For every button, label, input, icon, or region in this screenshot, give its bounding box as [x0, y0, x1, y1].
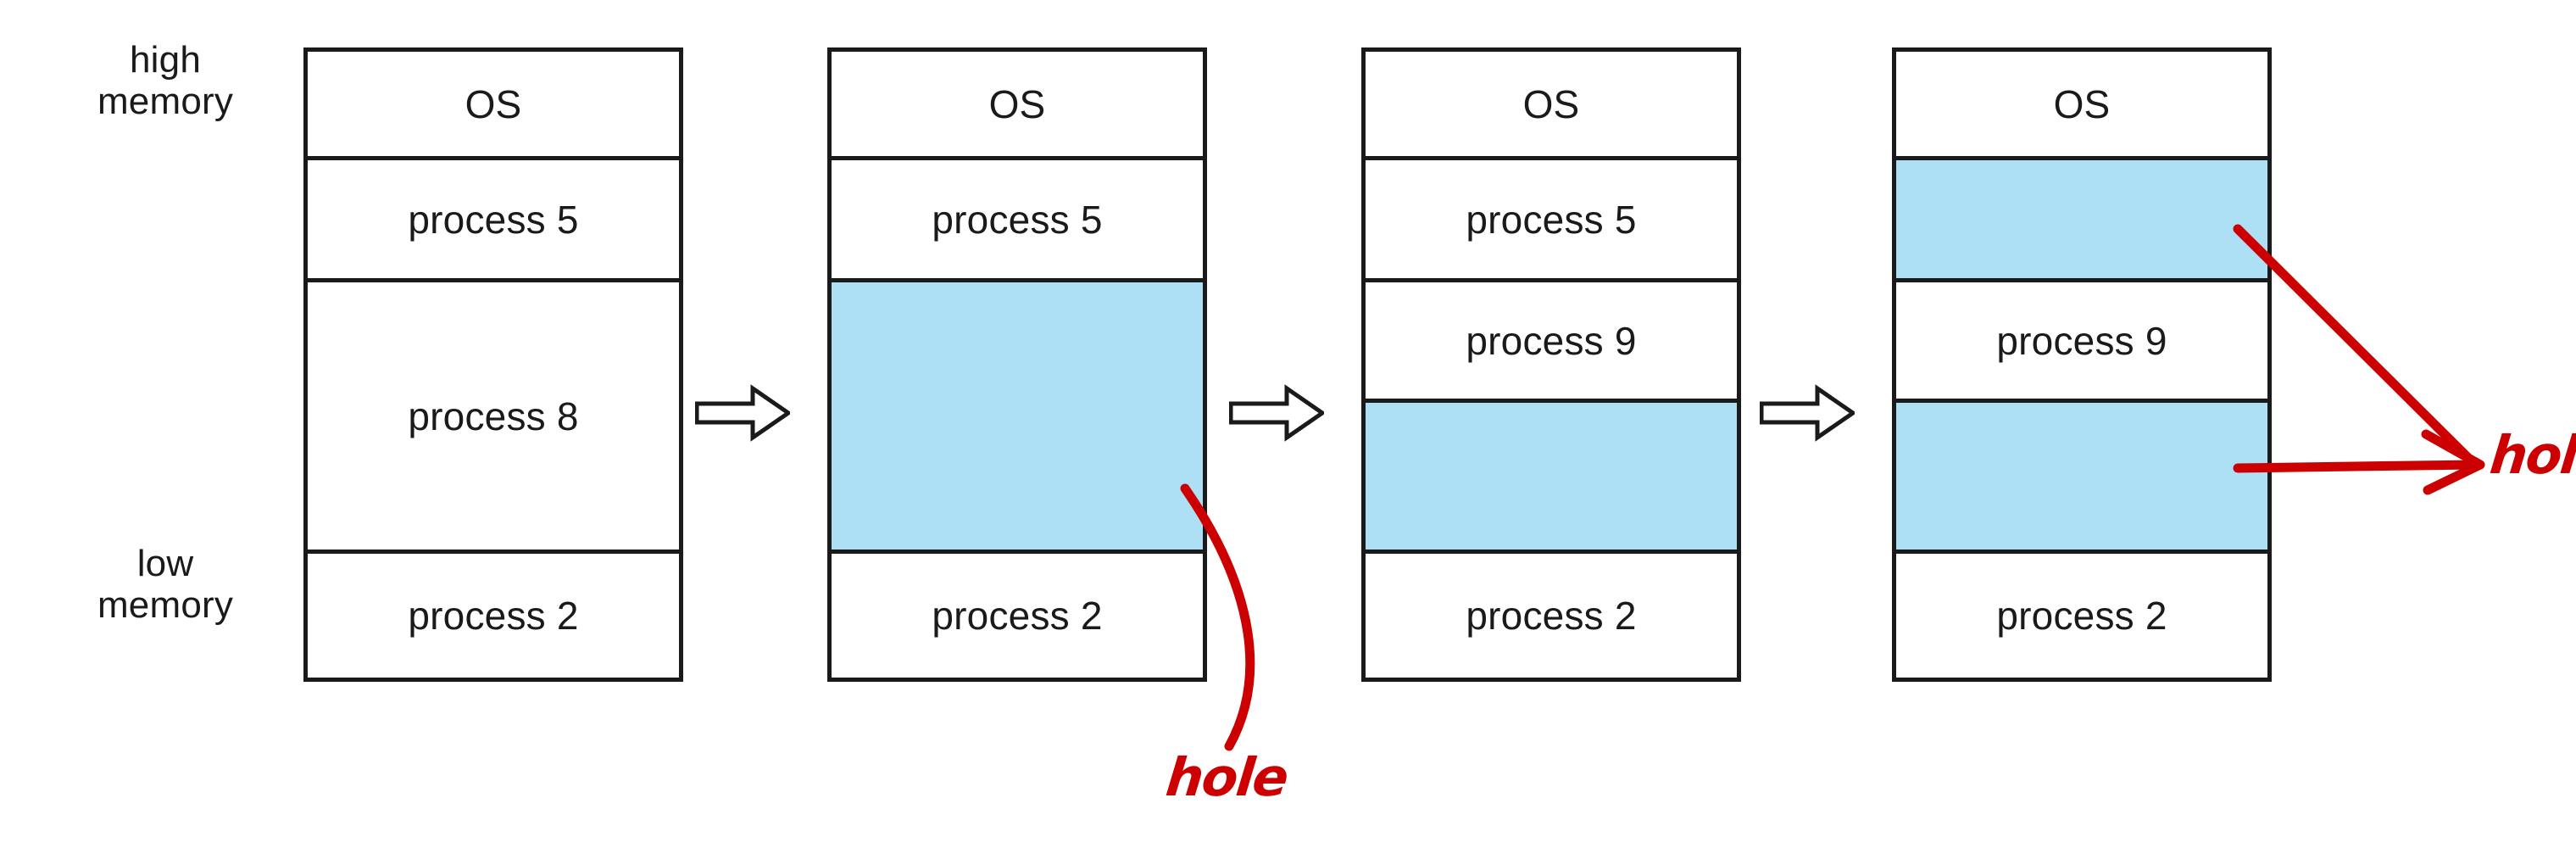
memory-column-stage-2: OS process 5 process 2 — [827, 47, 1207, 682]
memory-segment-process-2: process 2 — [1366, 554, 1737, 678]
transition-arrow-3 — [1760, 383, 1855, 443]
holes-arrowhead — [2421, 429, 2485, 495]
memory-segment-process-5: process 5 — [832, 160, 1203, 282]
memory-segment-os: OS — [832, 52, 1203, 160]
annotation-holes-label: holes — [2487, 424, 2576, 486]
memory-segment-hole-lower — [1896, 403, 2267, 554]
holes-leader-line-lower — [2233, 460, 2480, 473]
holes-leader-line-upper — [2233, 224, 2480, 470]
memory-column-stage-3: OS process 5 process 9 process 2 — [1361, 47, 1741, 682]
transition-arrow-1 — [695, 383, 790, 443]
memory-segment-process-8: process 8 — [308, 282, 679, 554]
memory-segment-process-5: process 5 — [1366, 160, 1737, 282]
annotation-hole-label: hole — [1163, 746, 1290, 808]
memory-segment-os: OS — [1366, 52, 1737, 160]
memory-segment-process-9: process 9 — [1896, 282, 2267, 403]
memory-segment-process-2: process 2 — [308, 554, 679, 678]
memory-segment-hole — [1366, 403, 1737, 554]
memory-column-stage-1: OS process 5 process 8 process 2 — [303, 47, 683, 682]
right-arrow-outline-icon — [1229, 384, 1324, 442]
memory-segment-os: OS — [308, 52, 679, 160]
low-memory-label: low memory — [97, 543, 234, 627]
memory-segment-hole — [832, 282, 1203, 554]
transition-arrow-2 — [1229, 383, 1324, 443]
memory-segment-os: OS — [1896, 52, 2267, 160]
memory-column-stage-4: OS process 9 process 2 — [1892, 47, 2272, 682]
memory-segment-process-9: process 9 — [1366, 282, 1737, 403]
memory-segment-process-5: process 5 — [308, 160, 679, 282]
memory-segment-hole-upper — [1896, 160, 2267, 282]
high-memory-label: high memory — [97, 39, 234, 123]
memory-segment-process-2: process 2 — [832, 554, 1203, 678]
right-arrow-outline-icon — [1760, 384, 1855, 442]
memory-segment-process-2: process 2 — [1896, 554, 2267, 678]
right-arrow-outline-icon — [695, 384, 790, 442]
